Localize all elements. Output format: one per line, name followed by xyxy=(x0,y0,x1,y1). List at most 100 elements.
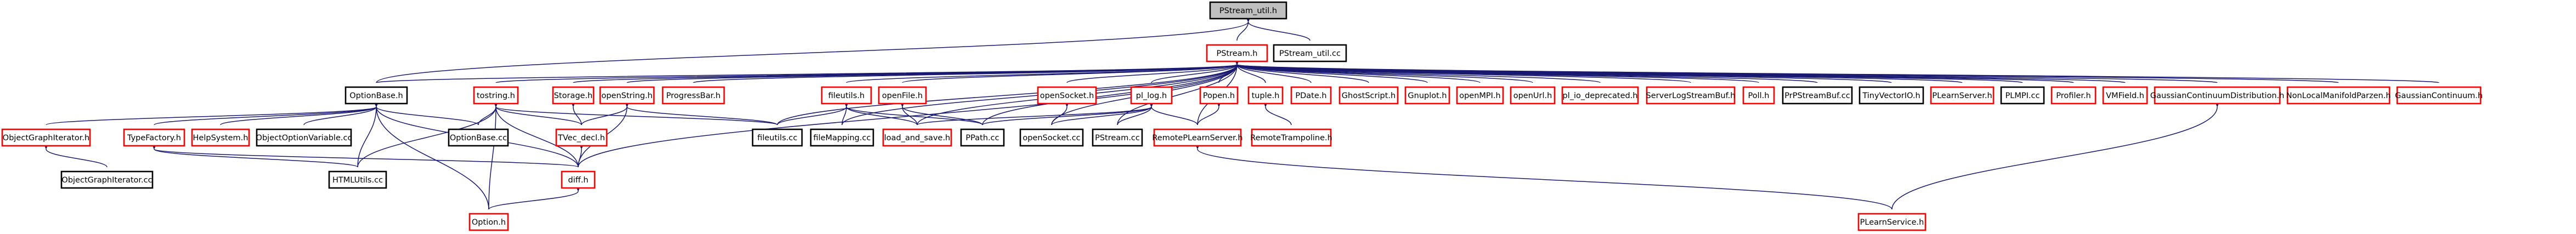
edge-pstream_h-to-openfile_h xyxy=(902,59,1240,83)
node-tinyvector-h[interactable]: TinyVectorIO.h xyxy=(1858,86,1924,105)
edge-tostring_h-to-optionbase_cc xyxy=(478,101,499,125)
node-box xyxy=(1273,44,1347,62)
node-helpsystem-h[interactable]: HelpSystem.h xyxy=(191,128,250,147)
edge-pstream_h-to-optionbase_h xyxy=(376,59,1240,83)
node-pstream-cc[interactable]: PStream.cc xyxy=(1092,128,1143,147)
edge-vmatutils_h-to-load_and_save_h xyxy=(844,101,918,125)
node-tvec-decl-h[interactable]: TVec_decl.h xyxy=(555,128,608,147)
node-objectgraphiterator-cc[interactable]: ObjectGraphIterator.cc xyxy=(60,170,154,189)
node-plearnservice-h[interactable]: PLearnService.h xyxy=(1857,213,1927,231)
node-label: TinyVectorIO.h xyxy=(1862,92,1920,100)
edge-pstream_h-to-pl_io_deprecated_h xyxy=(1234,59,1601,83)
node-box xyxy=(1857,213,1927,231)
node-storage-h[interactable]: Storage.h xyxy=(552,86,595,105)
node-box xyxy=(2286,86,2391,105)
node-serverlogstreambuf-h[interactable]: ServerLogStreamBuf.h xyxy=(1646,86,1736,105)
node-nllmp-h[interactable]: NonLocalManifoldParzen.h xyxy=(2286,86,2391,105)
node-objectoptionvariable-cc[interactable]: ObjectOptionVariable.cc xyxy=(256,128,352,147)
node-box xyxy=(1247,86,1284,105)
edge-diff_h-to-option_h xyxy=(488,186,581,210)
node-label: ObjectGraphIterator.cc xyxy=(61,176,152,185)
node-ppath-cc[interactable]: PPath.cc xyxy=(960,128,1005,147)
node-remotetrampoline-h[interactable]: RemoteTrampoline.h xyxy=(1250,128,1332,147)
node-ghostscript-h[interactable]: GhostScript.h xyxy=(1338,86,1399,105)
node-objectgraphiterator-h[interactable]: ObjectGraphIterator.h xyxy=(1,128,91,147)
node-prpstreambuf-cc[interactable]: PrPStreamBuf.cc xyxy=(1782,86,1853,105)
node-box xyxy=(1251,128,1332,147)
node-load-and-save-h[interactable]: load_and_save.h xyxy=(882,128,952,147)
node-label: Popen.h xyxy=(1203,92,1235,100)
node-option-h[interactable]: Option.h xyxy=(468,213,509,231)
edge-openstring_h-to-tvec_decl_h xyxy=(581,101,630,125)
edge-pl_log_h-to-pstream_cc xyxy=(1117,101,1154,125)
node-pdate-h[interactable]: PDate.h xyxy=(1290,86,1332,105)
node-box xyxy=(599,86,655,105)
node-box xyxy=(2000,86,2045,105)
node-htmlutils-cc[interactable]: HTMLUtils.cc xyxy=(328,170,387,189)
node-pstream-util-cc[interactable]: PStream_util.cc xyxy=(1273,44,1347,62)
node-opensocket-cc[interactable]: openSocket.cc xyxy=(1019,128,1084,147)
node-popen-h[interactable]: Popen.h xyxy=(1199,86,1239,105)
node-box xyxy=(1,128,91,147)
node-openstring-h[interactable]: openString.h xyxy=(599,86,655,105)
node-label: GhostScript.h xyxy=(1342,92,1396,100)
node-typefactory-h[interactable]: TypeFactory.h xyxy=(123,128,185,147)
edge-pstream_h-to-vmatutils_cc xyxy=(777,59,1240,125)
node-openfile-h[interactable]: openFile.h xyxy=(878,86,927,105)
node-box xyxy=(1742,86,1775,105)
node-box xyxy=(1206,44,1268,62)
node-vmfield-h[interactable]: VMField.h xyxy=(2102,86,2148,105)
node-box xyxy=(1782,86,1853,105)
node-tuple-h[interactable]: tuple.h xyxy=(1247,86,1284,105)
node-label: RemoteTrampoline.h xyxy=(1250,134,1332,142)
node-plearnserver-h[interactable]: PLearnServer.h xyxy=(1930,86,1995,105)
node-pstream-util-h: PStream_util.h xyxy=(1209,1,1287,20)
node-openmpi-h[interactable]: openMPI.h xyxy=(1456,86,1504,105)
node-diff-h[interactable]: diff.h xyxy=(561,170,596,189)
node-label: VMField.h xyxy=(2106,92,2144,100)
node-box xyxy=(1037,86,1097,105)
node-poll-h[interactable]: Poll.h xyxy=(1742,86,1775,105)
node-gc-h[interactable]: GaussianContinuum.h xyxy=(2395,86,2483,105)
node-progressbar-h[interactable]: ProgressBar.h xyxy=(662,86,725,105)
node-openurl-h[interactable]: openUrl.h xyxy=(1510,86,1556,105)
node-label: OptionBase.h xyxy=(349,92,403,100)
node-optionbase-cc[interactable]: OptionBase.cc xyxy=(448,128,509,147)
node-optionbase-h[interactable]: OptionBase.h xyxy=(344,86,408,105)
node-pstream-h[interactable]: PStream.h xyxy=(1206,44,1268,62)
edge-storage_h-to-tvec_decl_h xyxy=(570,101,582,125)
edge-tuple_h-to-remotetrampoline_h xyxy=(1263,101,1292,125)
node-label: tostring.h xyxy=(477,92,515,100)
edge-vmatutils_h-to-ppath_cc xyxy=(844,101,983,125)
node-label: openString.h xyxy=(601,92,652,100)
node-vmatutils-h[interactable]: fileutils.h xyxy=(821,86,872,105)
node-box xyxy=(448,128,509,147)
node-label: Poll.h xyxy=(1748,92,1770,100)
node-filemapping-cc[interactable]: fileMapping.cc xyxy=(810,128,874,147)
edge-optionbase_h-to-htmlutils_cc xyxy=(357,101,379,168)
node-label: Profiler.h xyxy=(2056,92,2091,100)
node-gnuplot-h[interactable]: Gnuplot.h xyxy=(1404,86,1450,105)
node-label: PLearnServer.h xyxy=(1932,92,1992,100)
node-plmpi-cc[interactable]: PLMPI.cc xyxy=(2000,86,2045,105)
node-label: PLearnService.h xyxy=(1860,218,1924,227)
node-label: PDate.h xyxy=(1295,92,1326,100)
node-box xyxy=(960,128,1005,147)
node-profiler-h[interactable]: Profiler.h xyxy=(2050,86,2097,105)
node-box xyxy=(60,170,154,189)
node-pl-log-h[interactable]: pl_log.h xyxy=(1130,86,1173,105)
node-tostring-h[interactable]: tostring.h xyxy=(473,86,519,105)
node-gcd-h[interactable]: GaussianContinuumDistribution.h xyxy=(2150,86,2285,105)
node-pl-io-deprecated-h[interactable]: pl_io_deprecated.h xyxy=(1561,86,1639,105)
node-label: openSocket.h xyxy=(1040,92,1094,100)
edge-tostring_h-to-tvec_decl_h xyxy=(493,101,582,125)
edge-pstream_h-to-diff_h xyxy=(578,59,1240,168)
node-label: PStream.cc xyxy=(1095,134,1140,142)
node-box xyxy=(1338,86,1399,105)
node-opensocket-h[interactable]: openSocket.h xyxy=(1037,86,1097,105)
node-label: OptionBase.cc xyxy=(450,134,507,142)
node-label: pl_io_deprecated.h xyxy=(1563,92,1638,100)
node-vmatutils-cc[interactable]: fileutils.cc xyxy=(752,128,803,147)
node-label: tuple.h xyxy=(1252,92,1280,100)
node-remoteplearnserver-h[interactable]: RemotePLearnServer.h xyxy=(1152,128,1243,147)
